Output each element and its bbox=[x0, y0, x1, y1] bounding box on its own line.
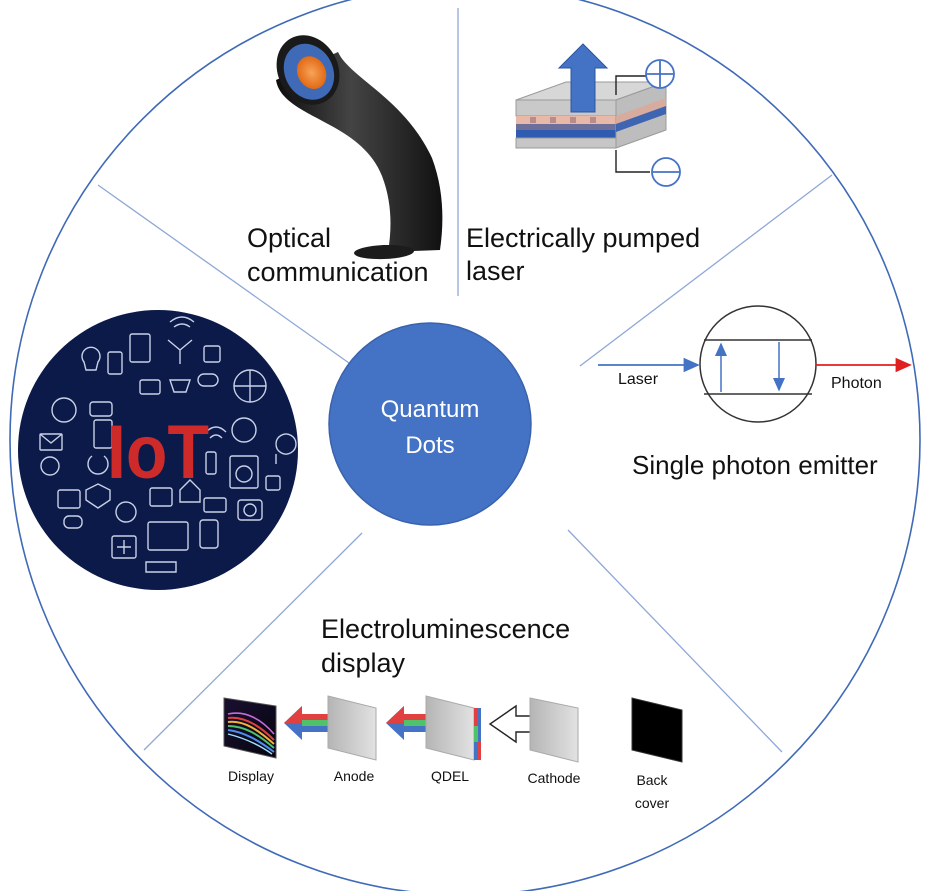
single-photon-title: Single photon emitter bbox=[632, 450, 878, 480]
rgb-arrow-1 bbox=[284, 706, 350, 740]
optical-label-line2: communication bbox=[247, 257, 429, 287]
stack-label-display: Display bbox=[228, 768, 274, 784]
energy-level-icon bbox=[699, 305, 817, 423]
back-cover-plate bbox=[631, 697, 683, 763]
optical-fiber-icon bbox=[276, 35, 443, 260]
stack-label-back: Back bbox=[636, 772, 668, 788]
iot-text: IoT bbox=[107, 410, 209, 495]
anode-plate bbox=[327, 695, 377, 761]
qdel-plate bbox=[425, 695, 481, 761]
center-line1: Quantum bbox=[380, 396, 480, 423]
stack-label-cover: cover bbox=[634, 795, 670, 811]
photon-output-label: Photon bbox=[831, 375, 882, 392]
minus-terminal-icon bbox=[651, 157, 681, 187]
el-display-label-line2: display bbox=[321, 648, 406, 678]
display-screen-icon bbox=[223, 697, 277, 759]
quantum-dots-circle bbox=[328, 322, 532, 526]
laser-label-line2: laser bbox=[466, 256, 525, 286]
optical-label-line1: Optical bbox=[247, 223, 332, 253]
laser-device-icon bbox=[515, 43, 667, 173]
iot-icons-circle: IoT bbox=[18, 310, 298, 590]
center-line2: Dots bbox=[405, 432, 455, 459]
laser-input-label: Laser bbox=[618, 371, 659, 388]
iot-small-icons bbox=[39, 316, 297, 573]
stack-label-qdel: QDEL bbox=[430, 768, 470, 784]
stack-label-cathode: Cathode bbox=[527, 770, 581, 786]
center-label: Quantum Dots bbox=[330, 392, 530, 464]
plus-terminal-icon bbox=[645, 59, 675, 89]
el-display-stack bbox=[223, 695, 683, 763]
stack-label-anode: Anode bbox=[333, 768, 375, 784]
laser-label-line1: Electrically pumped bbox=[466, 223, 701, 253]
sector-dividers bbox=[97, 8, 833, 753]
el-display-label-line1: Electroluminescence bbox=[321, 614, 571, 644]
cathode-plate bbox=[529, 697, 579, 763]
